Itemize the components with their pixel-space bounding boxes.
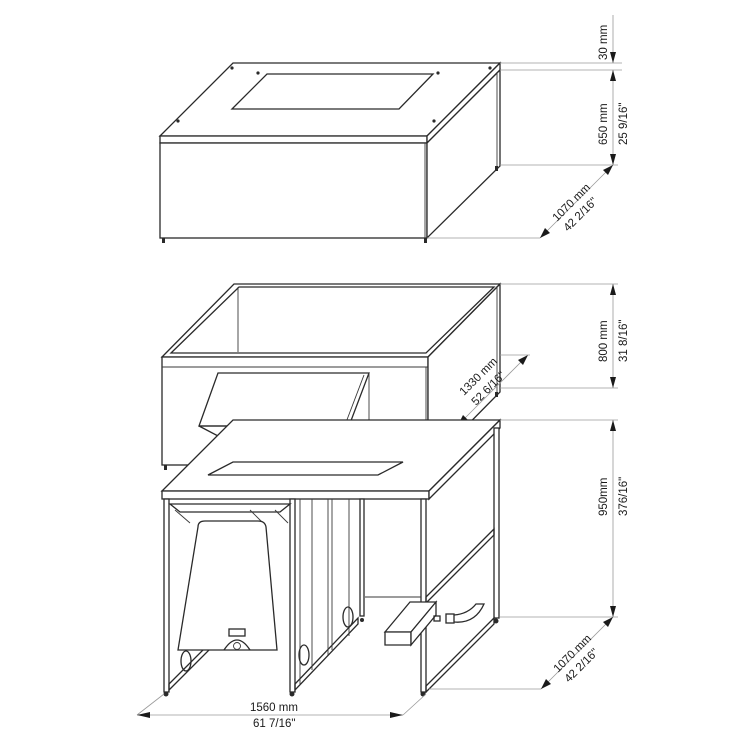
drip-tray (383, 600, 438, 647)
stand-height-metric-label: 950mm (598, 478, 610, 516)
middle-height-imperial-label: 31 8/16" (618, 320, 630, 362)
top-unit-dimensions: 30 mm 650 mm 25 9/16" 1070 mm 42 2/16" (427, 15, 630, 239)
stand (160, 418, 502, 697)
top-height-imperial-label: 25 9/16" (618, 103, 630, 145)
lid-thickness-label: 30 mm (598, 25, 610, 60)
stand-width-imperial-label: 61 7/16" (253, 718, 295, 730)
drain-hose (433, 603, 486, 624)
stand-top-plate (207, 461, 404, 476)
stand-width-metric-label: 1560 mm (250, 702, 298, 714)
top-housing (158, 61, 502, 243)
collection-bin (168, 503, 354, 672)
middle-height-metric-label: 800 mm (598, 320, 610, 362)
stand-height-imperial-label: 376/16" (618, 477, 630, 516)
top-height-metric-label: 650 mm (598, 103, 610, 145)
top-hatch (230, 73, 435, 110)
